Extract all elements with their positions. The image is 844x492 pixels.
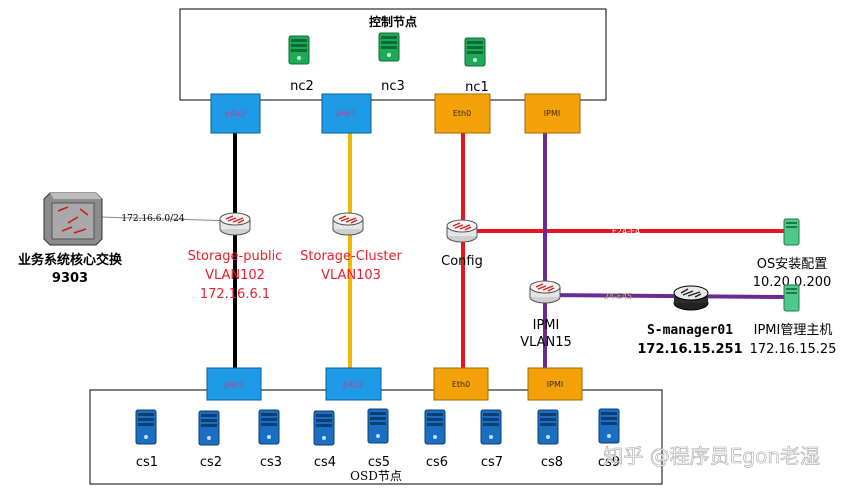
server-cs3[interactable] [258, 409, 280, 445]
storage-public-vlan: VLAN102 [205, 268, 265, 283]
blue-server-icon [424, 409, 446, 445]
port-control-p4p1[interactable]: p4p1 [321, 93, 372, 134]
port-control-p4p2[interactable]: p4p2 [210, 93, 261, 134]
server-cs5-label: cs5 [368, 455, 390, 470]
svg-text:p4p1: p4p1 [224, 380, 244, 389]
core-switch-model: 9303 [52, 271, 88, 286]
svg-text:p4p1: p4p1 [336, 109, 356, 118]
ipmi-to-host-link [544, 293, 785, 299]
server-cs5[interactable] [367, 408, 389, 444]
svg-text:Eth0: Eth0 [452, 380, 470, 389]
port-osd-p4p2[interactable]: p4p2 [325, 367, 382, 401]
storage-cluster-vlan: VLAN103 [321, 268, 381, 283]
os-install-ip: 10.20.0.200 [753, 275, 832, 290]
core-switch-icon[interactable] [43, 192, 103, 246]
server-nc1[interactable] [464, 37, 486, 67]
svg-text:Eth0: Eth0 [453, 109, 471, 118]
ipmi-label: IPMI [533, 318, 560, 333]
svg-text:p4p2: p4p2 [225, 109, 245, 118]
server-cs9-label: cs9 [598, 455, 620, 470]
storage-public-name: Storage-public [188, 249, 283, 264]
port-control-eth0[interactable]: Eth0 [434, 93, 491, 134]
server-cs8[interactable] [537, 409, 559, 445]
blue-server-icon [480, 409, 502, 445]
server-cs2[interactable] [198, 410, 220, 446]
green-server-icon [378, 32, 400, 62]
server-nc2-label: nc2 [290, 79, 314, 94]
server-nc2[interactable] [288, 35, 310, 65]
server-cs4-label: cs4 [314, 455, 336, 470]
port-osd-eth0[interactable]: Eth0 [433, 367, 489, 401]
server-nc1-label: nc1 [465, 80, 489, 95]
core-subnet-label: 172.16.6.0/24 [121, 214, 184, 224]
blue-server-icon [313, 410, 335, 446]
server-cs1-label: cs1 [136, 455, 158, 470]
blue-server-icon [598, 408, 620, 444]
core-to-switch-link [99, 216, 236, 222]
link-label-24-e45: 24-E45 [604, 292, 632, 301]
control-node-title: 控制节点 [369, 14, 417, 29]
s-manager-switch-icon[interactable] [673, 285, 709, 311]
server-cs9[interactable] [598, 408, 620, 444]
blue-server-icon [198, 410, 220, 446]
osd-node-title: OSD节点 [350, 469, 402, 483]
svg-text:IPMI: IPMI [544, 109, 560, 118]
ipmi-host-name: IPMI管理主机 [754, 323, 833, 338]
ipmi-host-ip: 172.16.15.25 [750, 342, 837, 357]
port-control-ipmi[interactable]: IPMI [524, 93, 581, 134]
storage-public-ip: 172.16.6.1 [200, 287, 270, 302]
port-osd-p4p1[interactable]: p4p1 [206, 367, 262, 401]
server-cs2-label: cs2 [200, 455, 222, 470]
storage-public-switch-icon[interactable] [219, 212, 251, 236]
green-server-icon [464, 37, 486, 67]
link-label-e24-e4: E24-E4 [612, 227, 640, 236]
ipmi-vlan-label: VLAN15 [520, 335, 572, 350]
blue-server-icon [537, 409, 559, 445]
os-install-name: OS安装配置 [757, 257, 828, 272]
blue-server-icon [258, 409, 280, 445]
ipmi-host-server-icon[interactable] [783, 284, 800, 312]
s-manager-ip: 172.16.15.251 [637, 342, 742, 357]
watermark: 知乎 @程序员Egon老湿 [603, 444, 820, 468]
config-label: Config [441, 254, 483, 269]
storage-cluster-switch-icon[interactable] [332, 212, 364, 236]
port-osd-ipmi[interactable]: IPMI [527, 367, 583, 401]
ipmi-switch-icon[interactable] [529, 280, 561, 304]
svg-text:p4p2: p4p2 [343, 380, 363, 389]
core-switch-name: 业务系统核心交换 [18, 252, 123, 268]
server-cs7-label: cs7 [481, 455, 503, 470]
blue-server-icon [135, 409, 157, 445]
server-nc3-label: nc3 [381, 79, 405, 94]
storage-cluster-name: Storage-Cluster [300, 249, 402, 264]
svg-text:IPMI: IPMI [547, 380, 563, 389]
server-cs3-label: cs3 [260, 455, 282, 470]
server-nc3[interactable] [378, 32, 400, 62]
server-cs6-label: cs6 [426, 455, 448, 470]
config-switch-icon[interactable] [446, 219, 478, 243]
server-cs8-label: cs8 [541, 455, 563, 470]
blue-server-icon [367, 408, 389, 444]
server-cs6[interactable] [424, 409, 446, 445]
server-cs1[interactable] [135, 409, 157, 445]
os-install-server-icon[interactable] [783, 218, 800, 246]
s-manager-name: S-manager01 [647, 323, 733, 338]
server-cs7[interactable] [480, 409, 502, 445]
green-server-icon [288, 35, 310, 65]
server-cs4[interactable] [313, 410, 335, 446]
